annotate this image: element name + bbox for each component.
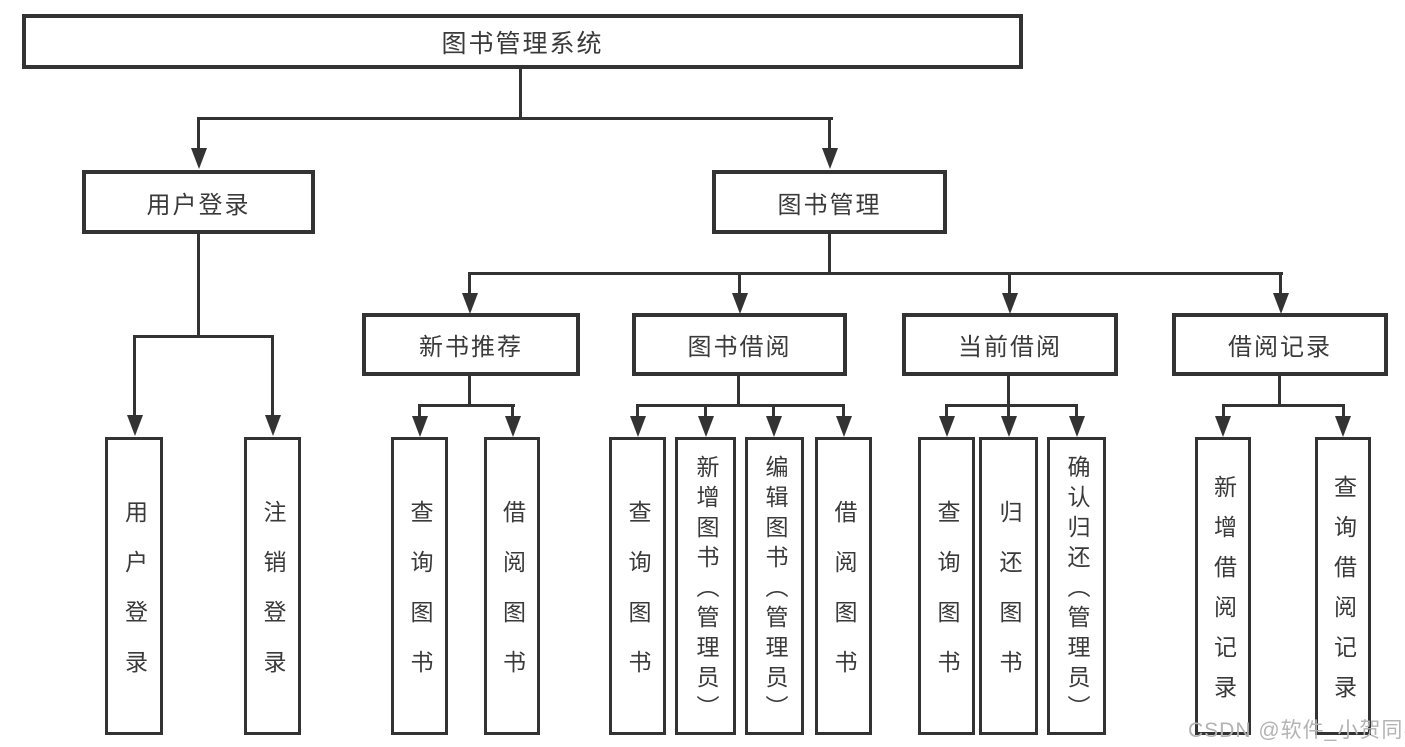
connector-line bbox=[519, 68, 522, 119]
node-label: 当前借阅 bbox=[958, 334, 1062, 361]
arrow-down-icon bbox=[629, 416, 646, 437]
connector-line bbox=[468, 272, 471, 296]
connector-line bbox=[1008, 272, 1011, 296]
arrow-down-icon bbox=[411, 416, 428, 437]
connector-line bbox=[1075, 404, 1078, 419]
node-label: 注销登录 bbox=[260, 499, 286, 700]
connector-line bbox=[468, 376, 471, 407]
arrow-down-icon bbox=[731, 293, 748, 314]
arrow-down-icon bbox=[821, 148, 838, 169]
connector-line bbox=[511, 404, 514, 419]
arrow-down-icon bbox=[1272, 293, 1289, 314]
node-label: 查询图书 bbox=[625, 499, 651, 700]
node-label: 查询图书 bbox=[934, 499, 960, 700]
node-label: 确认归还（管理员） bbox=[1064, 454, 1090, 725]
node-leaf-query-borrow-record: 查询借阅记录 bbox=[1315, 437, 1371, 735]
connector-line bbox=[1221, 404, 1225, 419]
connector-line bbox=[133, 335, 136, 418]
connector-line bbox=[1222, 404, 1345, 407]
node-leaf-query-book-a: 查询图书 bbox=[391, 437, 448, 735]
connector-line bbox=[636, 404, 845, 407]
node-book-management: 图书管理 bbox=[712, 170, 947, 234]
connector-line bbox=[737, 376, 740, 407]
node-label: 图书管理系统 bbox=[441, 29, 604, 58]
node-label: 归还图书 bbox=[996, 499, 1022, 700]
node-leaf-logout: 注销登录 bbox=[244, 437, 301, 735]
node-book-borrow: 图书借阅 bbox=[632, 313, 847, 376]
node-label: 查询借阅记录 bbox=[1330, 474, 1357, 715]
arrow-down-icon bbox=[1000, 416, 1017, 437]
connector-line bbox=[1279, 272, 1282, 296]
connector-line bbox=[1007, 404, 1010, 419]
connector-line bbox=[828, 233, 831, 275]
node-label: 编辑图书（管理员） bbox=[762, 454, 788, 725]
node-leaf-confirm-return: 确认归还（管理员） bbox=[1047, 437, 1106, 735]
node-library-management-system: 图书管理系统 bbox=[22, 14, 1023, 69]
node-leaf-borrow-book-b: 借阅图书 bbox=[815, 437, 872, 735]
connector-line bbox=[945, 404, 948, 419]
node-leaf-return-book: 归还图书 bbox=[979, 437, 1038, 735]
connector-line bbox=[842, 404, 845, 419]
node-label: 借阅图书 bbox=[831, 499, 857, 700]
connector-line bbox=[418, 404, 421, 419]
node-leaf-user-login: 用户登录 bbox=[105, 437, 163, 735]
node-label: 图书借阅 bbox=[687, 334, 792, 361]
connector-line bbox=[828, 117, 831, 151]
node-label: 图书管理 bbox=[777, 191, 882, 219]
node-leaf-add-book: 新增图书（管理员） bbox=[675, 437, 736, 735]
connector-line bbox=[197, 117, 200, 151]
node-label: 新增图书（管理员） bbox=[693, 454, 719, 725]
arrow-down-icon bbox=[765, 416, 782, 437]
arrow-down-icon bbox=[461, 293, 478, 314]
arrow-down-icon bbox=[938, 416, 955, 437]
node-label: 用户登录 bbox=[121, 499, 148, 700]
node-label: 用户登录 bbox=[146, 191, 251, 219]
arrow-down-icon bbox=[264, 415, 281, 436]
arrow-down-icon bbox=[1335, 416, 1351, 437]
connector-line bbox=[738, 272, 741, 296]
node-leaf-edit-book: 编辑图书（管理员） bbox=[745, 437, 804, 735]
connector-line bbox=[271, 335, 274, 418]
node-label: 借阅图书 bbox=[499, 499, 526, 700]
node-new-book-recommend: 新书推荐 bbox=[362, 313, 580, 376]
arrow-down-icon bbox=[190, 148, 207, 169]
arrow-down-icon bbox=[697, 416, 714, 437]
connector-line bbox=[133, 335, 274, 338]
arrow-down-icon bbox=[504, 416, 521, 437]
node-label: 查询图书 bbox=[407, 499, 433, 700]
node-label: 新增借阅记录 bbox=[1210, 474, 1237, 715]
connector-line bbox=[1007, 376, 1010, 407]
connector-line bbox=[1278, 376, 1281, 407]
connector-line bbox=[636, 404, 639, 419]
arrow-down-icon bbox=[835, 416, 852, 437]
arrow-down-icon bbox=[1068, 416, 1085, 437]
connector-line bbox=[468, 272, 1283, 275]
node-borrow-records: 借阅记录 bbox=[1172, 313, 1388, 376]
arrow-down-icon bbox=[1215, 416, 1231, 437]
connector-line bbox=[772, 404, 775, 419]
node-label: 借阅记录 bbox=[1228, 334, 1332, 361]
node-leaf-borrow-book-a: 借阅图书 bbox=[484, 437, 540, 735]
connector-line bbox=[197, 117, 833, 120]
node-label: 新书推荐 bbox=[419, 334, 523, 361]
connector-line bbox=[1341, 404, 1345, 419]
node-user-login: 用户登录 bbox=[82, 170, 315, 234]
connector-line bbox=[945, 404, 1078, 407]
connector-line bbox=[704, 404, 707, 419]
node-leaf-query-book-c: 查询图书 bbox=[918, 437, 975, 735]
arrow-down-icon bbox=[1001, 293, 1018, 314]
connector-line bbox=[418, 404, 515, 407]
watermark: CSDN @软件_小贺同学 bbox=[1188, 719, 1405, 742]
node-leaf-query-book-b: 查询图书 bbox=[609, 437, 666, 735]
arrow-down-icon bbox=[126, 415, 143, 436]
node-current-borrow: 当前借阅 bbox=[902, 313, 1118, 376]
node-leaf-add-borrow-record: 新增借阅记录 bbox=[1195, 437, 1251, 735]
connector-line bbox=[197, 234, 200, 337]
